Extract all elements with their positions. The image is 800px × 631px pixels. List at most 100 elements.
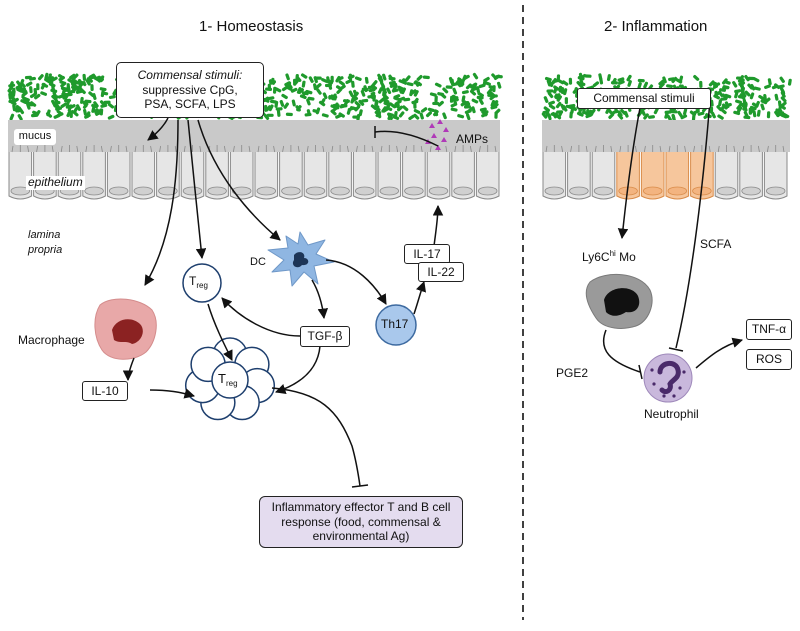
bacterium bbox=[691, 114, 696, 122]
bacterium bbox=[577, 76, 585, 81]
bacterium bbox=[79, 80, 86, 87]
bacterium bbox=[99, 75, 105, 83]
bacterium bbox=[555, 113, 562, 120]
bacterium bbox=[328, 94, 336, 100]
bacterium bbox=[743, 110, 749, 118]
bacterium bbox=[354, 76, 362, 81]
bacterium bbox=[724, 102, 732, 108]
bacterium bbox=[339, 84, 346, 91]
bacterium bbox=[592, 81, 600, 87]
bacterium bbox=[419, 112, 424, 120]
bacterium bbox=[461, 95, 466, 103]
bacterium bbox=[267, 83, 272, 91]
bacterium bbox=[22, 87, 27, 95]
bacterium bbox=[763, 94, 767, 102]
epithelial-cell-nucleus bbox=[256, 186, 277, 196]
bacterium bbox=[47, 76, 55, 81]
bacterium bbox=[413, 90, 419, 97]
bacterium bbox=[736, 106, 743, 113]
inflammation-title: 2- Inflammation bbox=[604, 18, 708, 35]
bacterium bbox=[370, 92, 375, 100]
bacterium bbox=[450, 78, 455, 86]
bacterium bbox=[546, 79, 552, 87]
bacterium bbox=[335, 75, 341, 83]
epithelial-cell-nucleus bbox=[10, 186, 30, 196]
bacterium bbox=[617, 113, 624, 120]
microvilli bbox=[60, 145, 79, 153]
bacterium bbox=[63, 93, 70, 100]
epithelial-cell-nucleus bbox=[766, 186, 786, 196]
bacterium bbox=[738, 81, 746, 86]
epithelial-cell-nucleus bbox=[741, 186, 761, 196]
bacterium bbox=[774, 93, 779, 101]
epithelial-cell bbox=[229, 152, 254, 200]
bacterium bbox=[338, 80, 345, 86]
th17-label: Th17 bbox=[381, 317, 409, 331]
bacterium bbox=[606, 107, 613, 115]
microvilli bbox=[570, 145, 588, 153]
treg-small-sub: reg bbox=[196, 281, 208, 290]
bacterium bbox=[90, 84, 94, 92]
bacterium bbox=[565, 104, 573, 110]
bacterium bbox=[285, 73, 290, 81]
epithelial-cell-nucleus bbox=[281, 186, 301, 196]
bacterium bbox=[749, 92, 755, 100]
bacterium bbox=[382, 98, 390, 104]
bacterium bbox=[91, 103, 98, 109]
amp-particle bbox=[441, 137, 447, 142]
bacterium bbox=[316, 88, 322, 95]
il17-box: IL-17 bbox=[404, 244, 450, 264]
epithelial-cell bbox=[763, 152, 788, 200]
bacterium bbox=[44, 77, 51, 84]
bacterium bbox=[734, 89, 742, 94]
bacterium bbox=[338, 112, 345, 118]
bacterium bbox=[553, 86, 558, 94]
epithelial-cell-nucleus bbox=[379, 186, 400, 196]
bacterium bbox=[23, 96, 30, 102]
bacterium bbox=[37, 74, 44, 81]
bacterium bbox=[551, 111, 558, 119]
bacterium bbox=[617, 80, 625, 85]
bacterium bbox=[758, 94, 765, 101]
treg-cluster-sub: reg bbox=[225, 379, 238, 388]
microvilli bbox=[405, 145, 423, 153]
monocyte-cell bbox=[585, 273, 653, 329]
dendritic-cell bbox=[267, 231, 335, 287]
bacterium bbox=[469, 89, 477, 96]
bacterium bbox=[348, 73, 353, 81]
bacterium bbox=[460, 79, 465, 87]
bacterium bbox=[449, 95, 454, 103]
epithelial-cell bbox=[451, 152, 475, 200]
epithelial-cell bbox=[131, 152, 156, 200]
bacterium bbox=[548, 100, 555, 106]
bacterium bbox=[442, 87, 449, 94]
right-epithelium-cells bbox=[542, 145, 788, 200]
bacterium bbox=[562, 105, 568, 112]
bacterium bbox=[764, 97, 771, 104]
inhibit-bar-pge2 bbox=[638, 364, 643, 380]
bacterium bbox=[388, 74, 394, 81]
bacterium bbox=[429, 92, 437, 97]
treg-small-t: T bbox=[189, 274, 197, 288]
bacterium bbox=[70, 74, 75, 82]
bacterium bbox=[62, 87, 68, 94]
commensal-stimuli-list: suppressive CpG, PSA, SCFA, LPS bbox=[142, 82, 238, 112]
microvilli bbox=[479, 145, 497, 153]
bacterium bbox=[680, 114, 688, 120]
left-arrows bbox=[122, 117, 444, 488]
bacterium bbox=[295, 74, 299, 82]
inhibit-pge2-line bbox=[602, 329, 641, 373]
bacterium bbox=[51, 95, 59, 99]
bacterium bbox=[653, 107, 659, 115]
bacterium bbox=[374, 108, 381, 115]
bacterium bbox=[321, 78, 328, 83]
bacterium bbox=[752, 110, 757, 118]
microvilli bbox=[257, 145, 275, 153]
bacterium bbox=[709, 106, 714, 114]
arrow-il10-to-treg-cluster bbox=[149, 388, 196, 399]
bacterium bbox=[19, 78, 25, 86]
bacterium bbox=[666, 84, 674, 89]
bacterium bbox=[28, 76, 36, 81]
treg-cluster-label: Treg bbox=[218, 371, 238, 388]
arrow-stimuli-to-macrophage bbox=[144, 119, 179, 286]
